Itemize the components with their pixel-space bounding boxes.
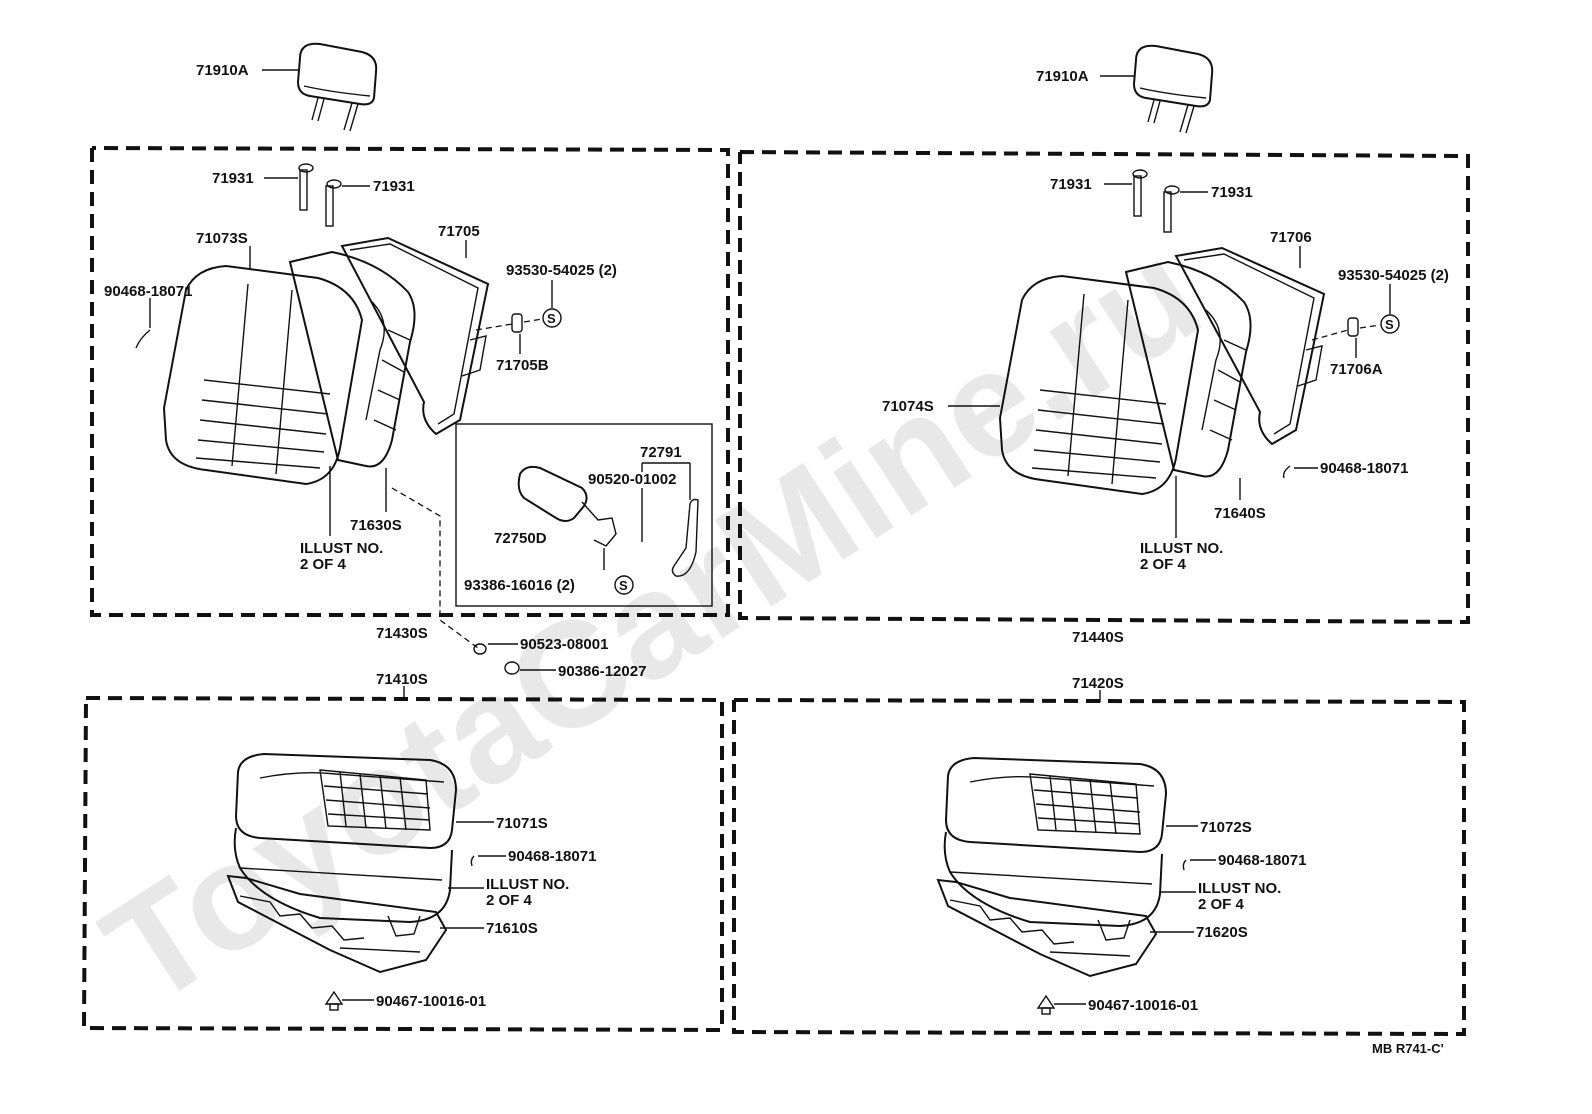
assembly-boxes: [81, 146, 1470, 1037]
label-illust-1: ILLUST NO.: [300, 540, 383, 557]
label-illust-1-lower-left: ILLUST NO.: [486, 876, 569, 893]
middle-left-group: 90523-08001 90386-12027: [473, 636, 646, 680]
label-guide-a-right: 71931: [1050, 176, 1092, 193]
seatback-frame-shape: [340, 236, 490, 436]
label-detail-lever: 72750D: [494, 530, 547, 547]
label-bracket: 71705B: [496, 357, 549, 374]
label-guide-a: 71931: [212, 170, 254, 187]
label-hog-ring-right: 90468-18071: [1320, 460, 1408, 477]
label-assembly-right: 71440S: [1072, 629, 1124, 646]
label-cover-right: 71074S: [882, 398, 934, 415]
seatback-cover-shape-right: [998, 274, 1200, 496]
upper-left-group: 71910A 71931 71931 71705 71630S: [104, 42, 713, 642]
hog-ring-shape-lower-right: [1182, 859, 1187, 871]
label-pad: 71630S: [350, 517, 402, 534]
label-guide-b: 71931: [373, 178, 415, 195]
seat-cushion-pad-shape-right: [943, 831, 1163, 928]
label-detail-bolt: 93386-16016 (2): [464, 577, 575, 594]
drawing-code: MB R741-C': [1372, 1041, 1444, 1056]
label-pad-right: 71640S: [1214, 505, 1266, 522]
upper-right-group: 71910A 71931 71931 71706 71640S: [882, 44, 1449, 646]
label-headrest-right: 71910A: [1036, 68, 1089, 85]
label-illust-2-lower-right: 2 OF 4: [1198, 896, 1245, 913]
label-frame-right: 71706: [1270, 229, 1312, 246]
hog-ring-shape-right: [1282, 465, 1291, 479]
seatback-pad-shape: [288, 250, 416, 468]
label-assembly-lower-right: 71420S: [1072, 675, 1124, 692]
svg-text:S: S: [1385, 317, 1394, 332]
label-nut: 90386-12027: [558, 663, 646, 680]
seat-cushion-cover-shape-right: [944, 756, 1168, 854]
bracket-shape-right: S: [1347, 314, 1400, 337]
headrest-shape-right: [1132, 44, 1214, 134]
lower-right-group: 71420S 71072S 90468-18071 ILLUST NO. 2 O…: [936, 675, 1306, 1015]
headrest-shape: [296, 42, 378, 132]
label-hog-ring-lower-right: 90468-18071: [1218, 852, 1306, 869]
svg-text:S: S: [619, 578, 628, 593]
link-dashed: [391, 487, 479, 649]
seatback-pad-shape-right: [1124, 260, 1252, 478]
hog-ring-shape-lower-left: [470, 855, 475, 867]
recliner-lever-shape: [517, 465, 699, 577]
seatback-cover-shape: [162, 264, 364, 486]
clip-shape-lower-right: [1036, 994, 1056, 1015]
detail-bolt-symbol: [614, 575, 634, 595]
box-upper-left: [90, 146, 730, 617]
label-clip-lower-right: 90467-10016-01: [1088, 997, 1198, 1014]
label-illust-1-lower-right: ILLUST NO.: [1198, 880, 1281, 897]
label-clip-lower-left: 90467-10016-01: [376, 993, 486, 1010]
label-illust-2: 2 OF 4: [300, 556, 347, 573]
label-hog-ring-lower-left: 90468-18071: [508, 848, 596, 865]
seat-cushion-frame-shape: [226, 874, 448, 974]
label-guide-b-right: 71931: [1211, 184, 1253, 201]
label-cushion-cover: 71071S: [496, 815, 548, 832]
label-cover: 71073S: [196, 230, 248, 247]
label-assembly-lower-left: 71410S: [376, 671, 428, 688]
seat-cushion-pad-shape: [233, 827, 453, 924]
clip-shape-lower-left: [324, 990, 344, 1011]
label-illust-2-lower-left: 2 OF 4: [486, 892, 533, 909]
label-detail-kit: 72791: [640, 444, 682, 461]
label-frame: 71705: [438, 223, 480, 240]
label-bracket-right: 71706A: [1330, 361, 1383, 378]
headrest-guide-shape: [298, 163, 342, 227]
headrest-guide-shape-right: [1132, 169, 1180, 233]
lower-left-group: 71410S 71071S 90468-18071 ILLUST NO. 2 O…: [226, 671, 596, 1011]
washer-shape: [473, 643, 487, 655]
seat-cushion-frame-shape-right: [936, 878, 1158, 978]
label-cushion-frame: 71610S: [486, 920, 538, 937]
label-illust-2-right: 2 OF 4: [1140, 556, 1187, 573]
label-illust-1-right: ILLUST NO.: [1140, 540, 1223, 557]
hog-ring-shape: [135, 329, 151, 349]
box-upper-right: [738, 150, 1470, 625]
label-detail-pin: 90520-01002: [588, 471, 676, 488]
label-washer: 90523-08001: [520, 636, 608, 653]
label-screw-right: 93530-54025 (2): [1338, 267, 1449, 284]
label-hog-ring: 90468-18071: [104, 283, 192, 300]
watermark-text: ToyotaCarMine.ru: [76, 208, 1228, 1037]
label-cushion-cover-right: 71072S: [1200, 819, 1252, 836]
seat-cushion-cover-shape: [234, 752, 458, 850]
label-assembly: 71430S: [376, 625, 428, 642]
seatback-frame-shape-right: [1174, 246, 1326, 446]
label-screw: 93530-54025 (2): [506, 262, 617, 279]
detail-box: [455, 423, 713, 607]
label-cushion-frame-right: 71620S: [1196, 924, 1248, 941]
svg-text:S: S: [547, 311, 556, 326]
box-lower-right: [732, 698, 1466, 1037]
box-lower-left: [81, 696, 724, 1033]
nut-shape: [504, 661, 520, 675]
label-headrest: 71910A: [196, 62, 249, 79]
bracket-shape: S: [511, 308, 562, 333]
